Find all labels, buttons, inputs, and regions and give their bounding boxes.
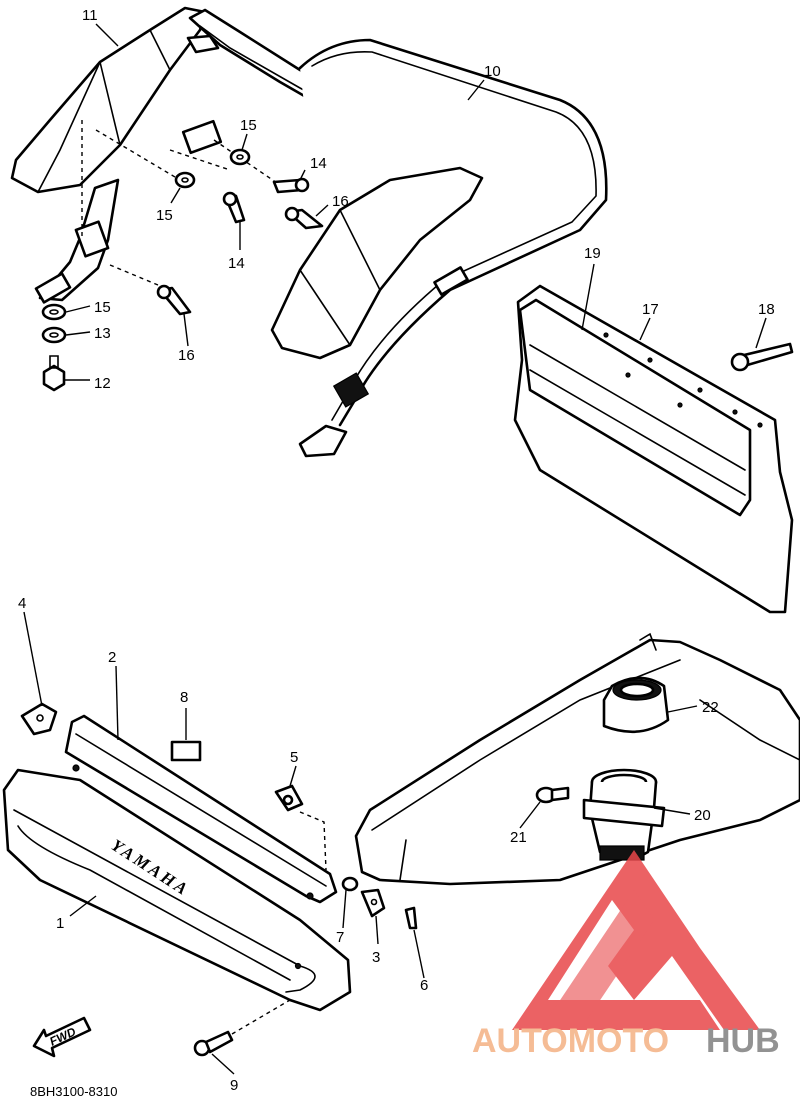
leader-lines <box>23 23 767 1075</box>
label-15-middle: 15 <box>156 207 173 224</box>
label-22: 22 <box>702 699 719 716</box>
watermark-text-b: HUB <box>706 1022 780 1060</box>
label-5: 5 <box>290 749 298 766</box>
label-4: 4 <box>18 595 26 612</box>
part-17-mud-flap <box>513 284 794 614</box>
fwd-label: FWD <box>47 1024 78 1048</box>
part-4-bracket <box>20 702 58 736</box>
label-16-upper: 16 <box>332 193 349 210</box>
label-16-lower: 16 <box>178 347 195 364</box>
label-10: 10 <box>484 63 501 80</box>
label-11: 11 <box>82 7 98 24</box>
watermark-text-a: AUTOMOTO <box>472 1022 669 1060</box>
label-1: 1 <box>56 915 64 932</box>
fwd-direction-arrow: FWD <box>32 1016 92 1058</box>
label-14-upper: 14 <box>310 155 327 172</box>
part-9-screw <box>193 999 291 1057</box>
label-8: 8 <box>180 689 188 706</box>
part-21-grommet <box>535 786 570 804</box>
part-22-cap <box>602 676 670 734</box>
label-6: 6 <box>420 977 428 994</box>
label-12: 12 <box>94 375 111 392</box>
label-14-lower: 14 <box>228 255 245 272</box>
part-11-left-pad <box>10 6 207 194</box>
small-fasteners-lower <box>341 876 418 930</box>
upper-hardware <box>41 119 324 392</box>
drawing-code: 8BH3100-8310 <box>30 1084 117 1099</box>
label-7: 7 <box>336 929 344 946</box>
label-15-upper: 15 <box>240 117 257 134</box>
label-21: 21 <box>510 829 527 846</box>
part-8-label <box>170 740 202 762</box>
part-2-backing-strip <box>64 714 338 904</box>
part-number-labels: 11 10 15 14 15 16 14 15 13 16 12 19 17 1… <box>18 7 775 1094</box>
label-13: 13 <box>94 325 111 342</box>
left-mount-bracket <box>34 120 181 304</box>
label-9: 9 <box>230 1077 238 1094</box>
label-2: 2 <box>108 649 116 666</box>
watermark: AUTOMOTO HUB <box>472 850 780 1060</box>
fuel-tank <box>354 632 800 886</box>
label-20: 20 <box>694 807 711 824</box>
label-19: 19 <box>584 245 601 262</box>
label-15-lower: 15 <box>94 299 111 316</box>
part-11-right-pad <box>270 166 484 360</box>
part-1-front-panel: YAMAHA <box>2 768 352 1012</box>
label-3: 3 <box>372 949 380 966</box>
part-10-carrier-frame <box>186 8 608 458</box>
label-18: 18 <box>758 301 775 318</box>
part-5-clip <box>274 784 304 812</box>
label-17: 17 <box>642 301 659 318</box>
